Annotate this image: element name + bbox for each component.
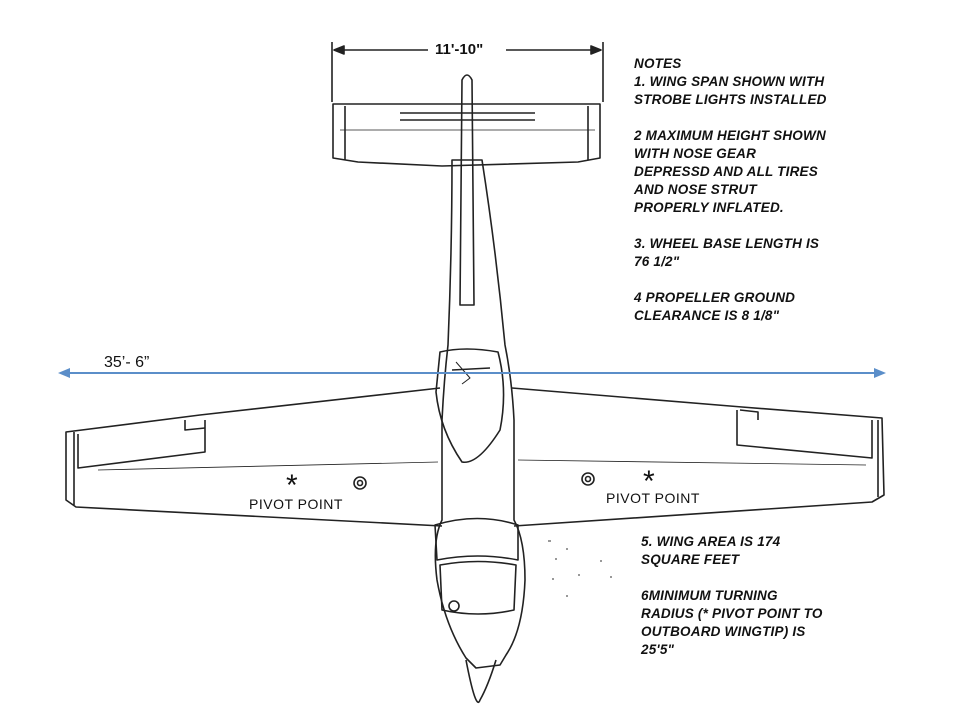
notes-top: NOTES 1. WING SPAN SHOWN WITH STROBE LIG… — [634, 55, 827, 325]
note-line: AND NOSE STRUT — [634, 182, 757, 197]
pivot-symbol-left: * — [286, 469, 298, 502]
wingspan-arrow — [58, 368, 886, 378]
note-line — [641, 569, 823, 587]
note-line: DEPRESSD AND ALL TIRES — [634, 164, 818, 179]
fuel-cap-left — [353, 476, 367, 490]
horizontal-stabilizer — [332, 103, 601, 167]
note-line: NOTES — [634, 56, 682, 71]
left-wing — [65, 387, 443, 527]
note-line: PROPERLY INFLATED. — [634, 200, 784, 215]
note-line: WITH NOSE GEAR — [634, 146, 757, 161]
note-line: SQUARE FEET — [641, 552, 740, 567]
wing-span-label: 35’- 6” — [104, 354, 150, 371]
note-line: 4 PROPELLER GROUND — [634, 290, 796, 305]
note-line: STROBE LIGHTS INSTALLED — [634, 92, 827, 107]
note-line: 25'5" — [641, 642, 675, 657]
tail-span-label: 11'-10" — [432, 41, 487, 58]
vertical-fin — [459, 74, 475, 306]
canopy — [435, 348, 505, 463]
pivot-point-right-label: PIVOT POINT — [606, 490, 700, 506]
note-line: 5. WING AREA IS 174 — [641, 534, 781, 549]
note-line — [634, 217, 827, 235]
note-line: 6MINIMUM TURNING — [641, 588, 778, 603]
note-line: 3. WHEEL BASE LENGTH IS — [634, 236, 820, 251]
tail-dimension-line — [331, 42, 604, 102]
cowling — [434, 517, 519, 615]
note-line — [634, 109, 827, 127]
note-line: CLEARANCE IS 8 1/8" — [634, 308, 780, 323]
pivot-symbol-right: * — [643, 465, 655, 498]
note-line — [634, 271, 827, 289]
right-wing — [511, 387, 885, 527]
note-line: RADIUS (* PIVOT POINT TO — [641, 606, 823, 621]
notes-bottom: 5. WING AREA IS 174 SQUARE FEET 6MINIMUM… — [641, 533, 823, 659]
pivot-point-left-label: PIVOT POINT — [249, 496, 343, 512]
note-line: OUTBOARD WINGTIP) IS — [641, 624, 806, 639]
fuel-cap-right — [581, 472, 595, 486]
scan-specks — [548, 540, 612, 597]
propeller-spinner — [465, 659, 497, 703]
note-line: 1. WING SPAN SHOWN WITH — [634, 74, 825, 89]
fuselage — [434, 159, 526, 669]
note-line: 76 1/2" — [634, 254, 680, 269]
note-line: 2 MAXIMUM HEIGHT SHOWN — [634, 128, 826, 143]
